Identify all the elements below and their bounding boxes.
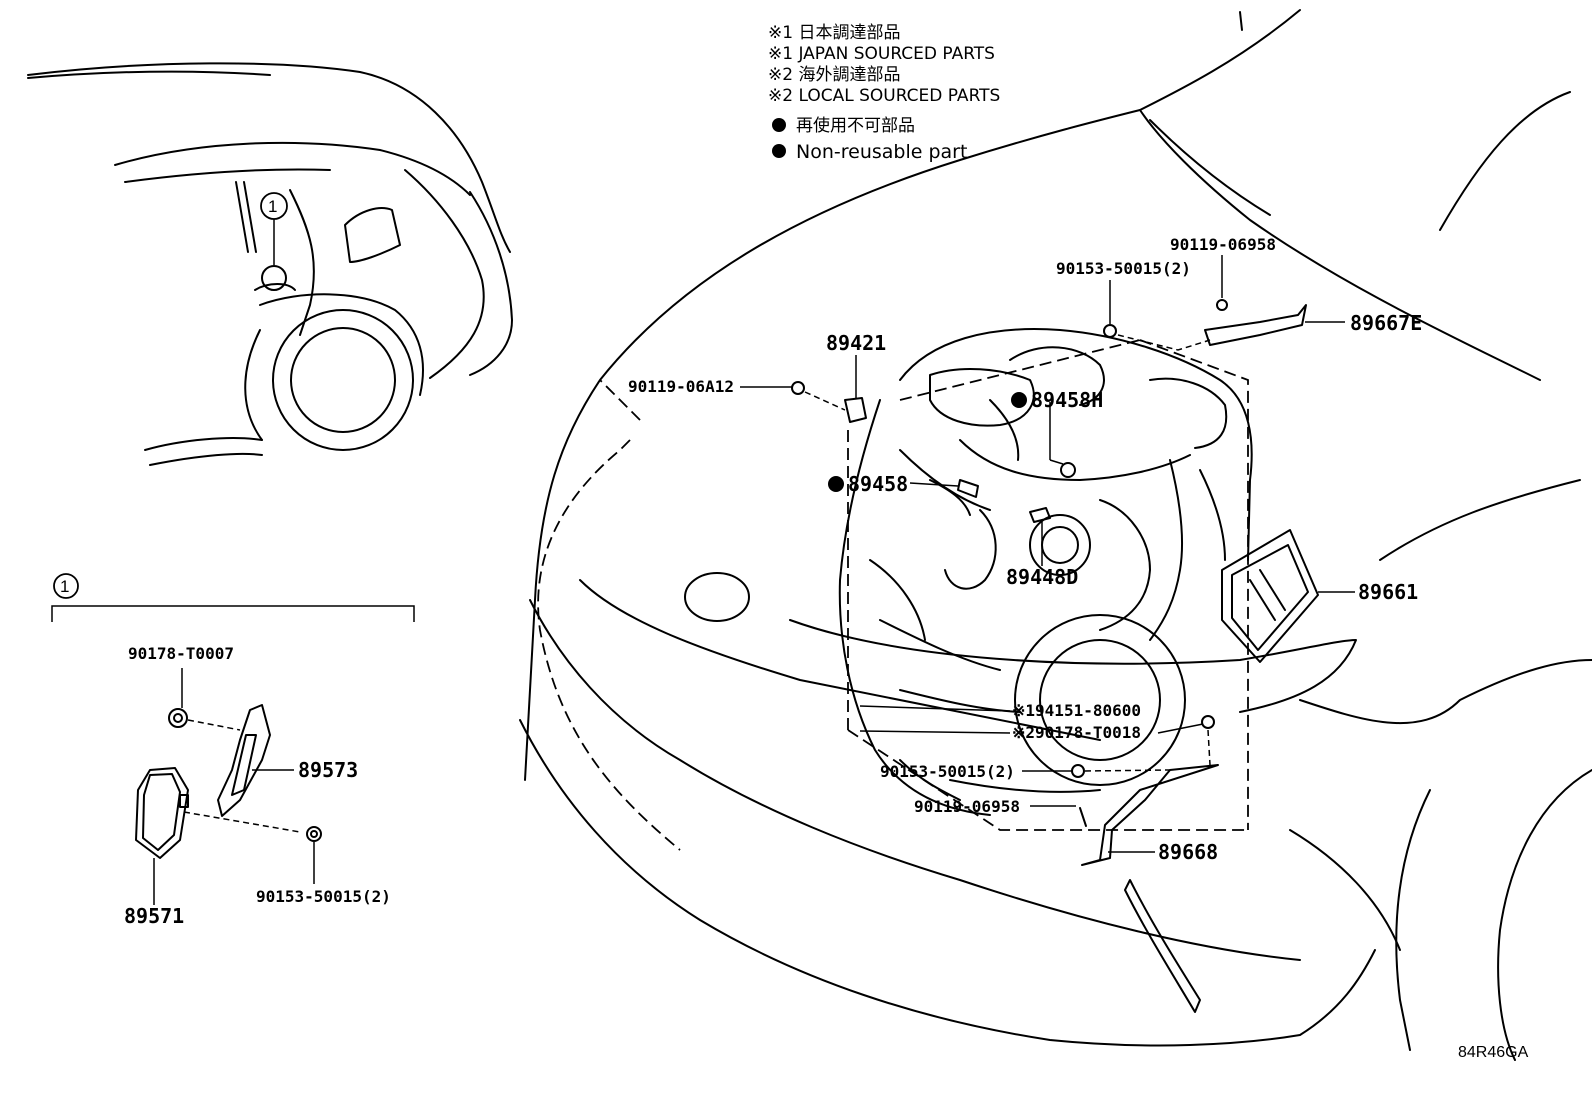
label-90119-06958-mid: 90119-06958 xyxy=(914,797,1020,816)
sensor-89448D xyxy=(1029,507,1051,566)
label-89661: 89661 xyxy=(1358,580,1418,604)
label-90119-06A12: 90119-06A12 xyxy=(628,377,734,396)
leader-90178-T0018 xyxy=(859,723,1204,734)
label-90153-50015-top: 90153-50015(2) xyxy=(1056,259,1191,278)
label-90119-06958-top: 90119-06958 xyxy=(1170,235,1276,254)
diagram-code: 84R46GA xyxy=(1458,1044,1529,1061)
legend-line-2: ※1 JAPAN SOURCED PARTS xyxy=(768,44,995,64)
legend-line-4: ※2 LOCAL SOURCED PARTS xyxy=(768,86,1000,106)
callout-circle-icon xyxy=(53,573,79,599)
non-reusable-bullet-icon xyxy=(828,476,844,492)
ecu-module-89661 xyxy=(1221,529,1355,663)
bullet-icon xyxy=(772,118,786,132)
legend-line-1: ※1 日本調達部品 xyxy=(768,23,900,43)
label-90178-T0007: 90178-T0007 xyxy=(128,644,234,663)
label-89458H: 89458H xyxy=(1031,388,1103,412)
bolt-90153-top xyxy=(1103,280,1117,338)
engine-assembly xyxy=(838,328,1253,831)
bracket-89668 xyxy=(1071,715,1219,866)
leader-94151 xyxy=(859,705,1011,712)
label-89667E: 89667E xyxy=(1350,311,1422,335)
sensor-89421 xyxy=(740,355,867,423)
detail-callout-number: 1 xyxy=(60,577,69,596)
bullet-icon xyxy=(772,144,786,158)
sensor-89458 xyxy=(909,479,979,498)
label-89458: 89458 xyxy=(848,472,908,496)
legend-line-6: Non-reusable part xyxy=(796,141,967,163)
label-89571: 89571 xyxy=(124,904,184,928)
label-89668: 89668 xyxy=(1158,840,1218,864)
label-89448D: 89448D xyxy=(1006,565,1078,589)
legend: ※1 日本調達部品 ※1 JAPAN SOURCED PARTS ※2 海外調達… xyxy=(768,23,1000,163)
sensor-89458H xyxy=(1049,402,1076,478)
label-90153-50015-bottom: 90153-50015(2) xyxy=(256,887,391,906)
label-89421: 89421 xyxy=(826,331,886,355)
non-reusable-bullet-icon xyxy=(1011,392,1027,408)
label-89573: 89573 xyxy=(298,758,358,782)
callout-number: 1 xyxy=(268,197,277,216)
label-90153-50015-mid: 90153-50015(2) xyxy=(880,762,1015,781)
label-90178-T0018: ※290178-T0018 xyxy=(1012,723,1141,742)
label-94151-80600: ※194151-80600 xyxy=(1012,701,1141,720)
legend-line-3: ※2 海外調達部品 xyxy=(768,65,900,85)
front-car-illustration xyxy=(519,9,1592,1061)
wire-harness-89667E xyxy=(1117,255,1345,351)
rear-car-illustration: 1 xyxy=(27,62,513,466)
detail-1-group: 1 xyxy=(51,573,415,905)
legend-line-5: 再使用不可部品 xyxy=(796,115,915,136)
